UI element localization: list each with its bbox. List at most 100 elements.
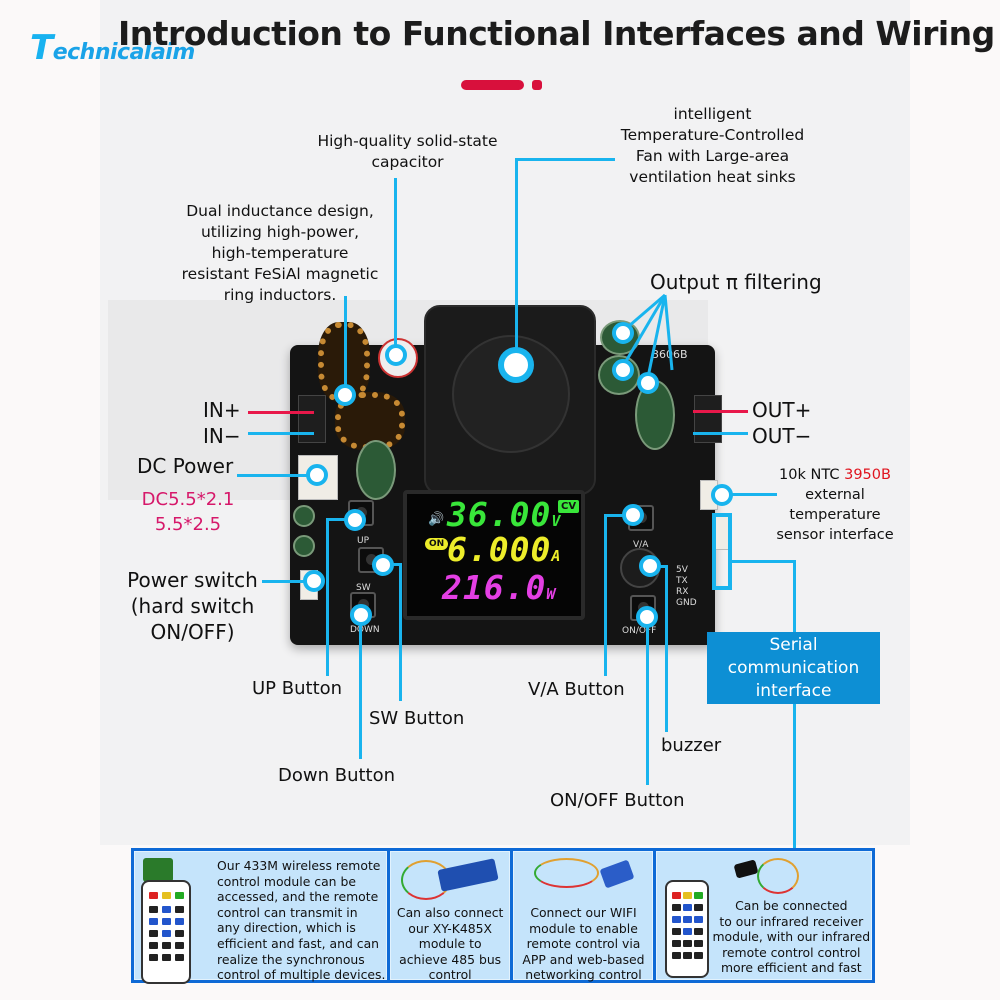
wire-icon (534, 858, 600, 888)
output-filter-dot-1 (612, 322, 634, 344)
serial-interface-label: Serial communication interface (707, 632, 880, 704)
out-minus-line (693, 432, 748, 435)
lcd-screen (403, 490, 585, 620)
wifi-module-image (599, 859, 635, 889)
input-terminal (298, 395, 326, 443)
output-terminal (694, 395, 722, 443)
input-capacitor (356, 440, 396, 500)
va-pcb-label: V/A (633, 540, 649, 550)
fan-callout-dot (498, 347, 534, 383)
title-accent-bar (461, 80, 524, 90)
title-accent-dot (532, 80, 542, 90)
serial-to-bottom-line (793, 704, 796, 849)
ir-remote-icon (665, 880, 710, 978)
accessory-panel: Our 433M wireless remote control module … (131, 848, 875, 984)
capacitor-callout-line (394, 178, 397, 346)
down-pcb-label: DOWN (350, 625, 380, 635)
accessory-text-485: Can also connect our XY-K485X module to … (396, 905, 504, 983)
current-readout: 6.000A (447, 530, 562, 569)
buzzer-label: buzzer (661, 735, 722, 756)
output-on-badge: ON (425, 538, 449, 550)
out-plus-line (693, 410, 748, 413)
down-button-label: Down Button (278, 765, 396, 786)
out-plus-label: OUT+ (752, 398, 812, 422)
onoff-pcb-label: ON/OFF (622, 626, 657, 636)
in-minus-label: IN− (203, 424, 241, 448)
remote-control-icon (141, 880, 191, 984)
capacitor-label: High-quality solid-state capacitor (317, 132, 498, 171)
serial-hline (732, 560, 795, 563)
va-button-vline (604, 514, 607, 676)
in-minus-line (248, 432, 314, 435)
power-readout: 216.0W (442, 568, 557, 607)
serial-vline (793, 560, 796, 633)
dc-power-dot (306, 464, 328, 486)
accessory-text-wifi: Connect our WIFI module to enable remote… (522, 905, 645, 983)
onoff-button-dot (636, 606, 658, 628)
in-plus-line (248, 411, 314, 414)
onoff-button-label: ON/OFF Button (550, 790, 685, 811)
output-filter-lines (620, 293, 674, 383)
power-switch-line (262, 580, 312, 583)
buzzer-dot (639, 555, 661, 577)
dc-power-line (237, 474, 317, 477)
sw-pcb-label: SW (356, 583, 371, 593)
output-filter-label: Output π filtering (650, 270, 822, 294)
sw-button-vline (399, 563, 402, 701)
accessory-card-infrared: Can be connected to our infrared receive… (656, 851, 872, 980)
output-filter-line-2 (620, 294, 667, 369)
accessory-text-infrared: Can be connected to our infrared receive… (712, 898, 871, 976)
serial-pin-labels: 5V TX RX GND (676, 565, 697, 608)
wireless-module-image (143, 858, 173, 882)
capacitor-callout-dot (385, 344, 407, 366)
out-minus-label: OUT− (752, 424, 812, 448)
accessory-text-433m: Our 433M wireless remote control module … (217, 858, 386, 983)
fan-callout-hline (515, 158, 615, 161)
ntc-callout-dot (711, 484, 733, 506)
dc-size-label: DC5.5*2.1 5.5*2.5 (141, 489, 235, 535)
ntc-callout-line (722, 493, 777, 496)
wire-icon (757, 858, 800, 894)
dc-power-label: DC Power (137, 454, 234, 478)
va-button-hline (604, 514, 629, 517)
sw-button-label: SW Button (369, 708, 465, 729)
inductor-label: Dual inductance design, utilizing high-p… (181, 202, 379, 304)
output-filter-line-3 (645, 294, 667, 383)
inductor-callout-dot (334, 384, 356, 406)
va-button-dot (622, 504, 644, 526)
brand-logo: Technicalaim (30, 28, 195, 68)
va-button-label: V/A Button (528, 679, 625, 700)
output-filter-line-4 (663, 294, 674, 371)
speaker-icon: 🔊 (428, 512, 445, 527)
down-button-dot (350, 604, 372, 626)
serial-highlight-box (712, 513, 732, 590)
rs485-module-image (437, 858, 499, 892)
small-capacitor-1 (293, 505, 315, 527)
accessory-card-wifi: Connect our WIFI module to enable remote… (513, 851, 654, 983)
up-button-label: UP Button (252, 678, 343, 699)
up-button-vline (326, 518, 329, 676)
up-button-hline (326, 518, 351, 521)
inductor-callout-line (344, 296, 347, 386)
ntc-label: 10k NTC 3950B external temperature senso… (776, 467, 894, 543)
in-plus-label: IN+ (203, 398, 241, 422)
output-filter-dot-3 (637, 372, 659, 394)
accessory-card-433m: Our 433M wireless remote control module … (134, 851, 387, 984)
up-button-dot (344, 509, 366, 531)
small-capacitor-2 (293, 535, 315, 557)
fan-label: intelligent Temperature-Controlled Fan w… (620, 105, 805, 186)
down-button-line (359, 614, 362, 759)
sw-button-dot (372, 554, 394, 576)
buzzer-vline (665, 565, 668, 732)
page-title: Introduction to Functional Interfaces an… (118, 14, 995, 53)
power-switch-label: Power switch (hard switch ON/OFF) (127, 568, 258, 644)
accessory-card-485: Can also connect our XY-K485X module to … (389, 851, 511, 983)
up-pcb-label: UP (357, 536, 370, 546)
cv-mode-badge: CV (558, 500, 580, 513)
ir-receiver-image (733, 859, 759, 879)
voltage-readout: 36.00V (447, 495, 562, 534)
fan-callout-vline (515, 158, 518, 350)
output-filter-dot-2 (612, 359, 634, 381)
sw-button-physical[interactable] (358, 547, 384, 573)
power-switch-dot (303, 570, 325, 592)
